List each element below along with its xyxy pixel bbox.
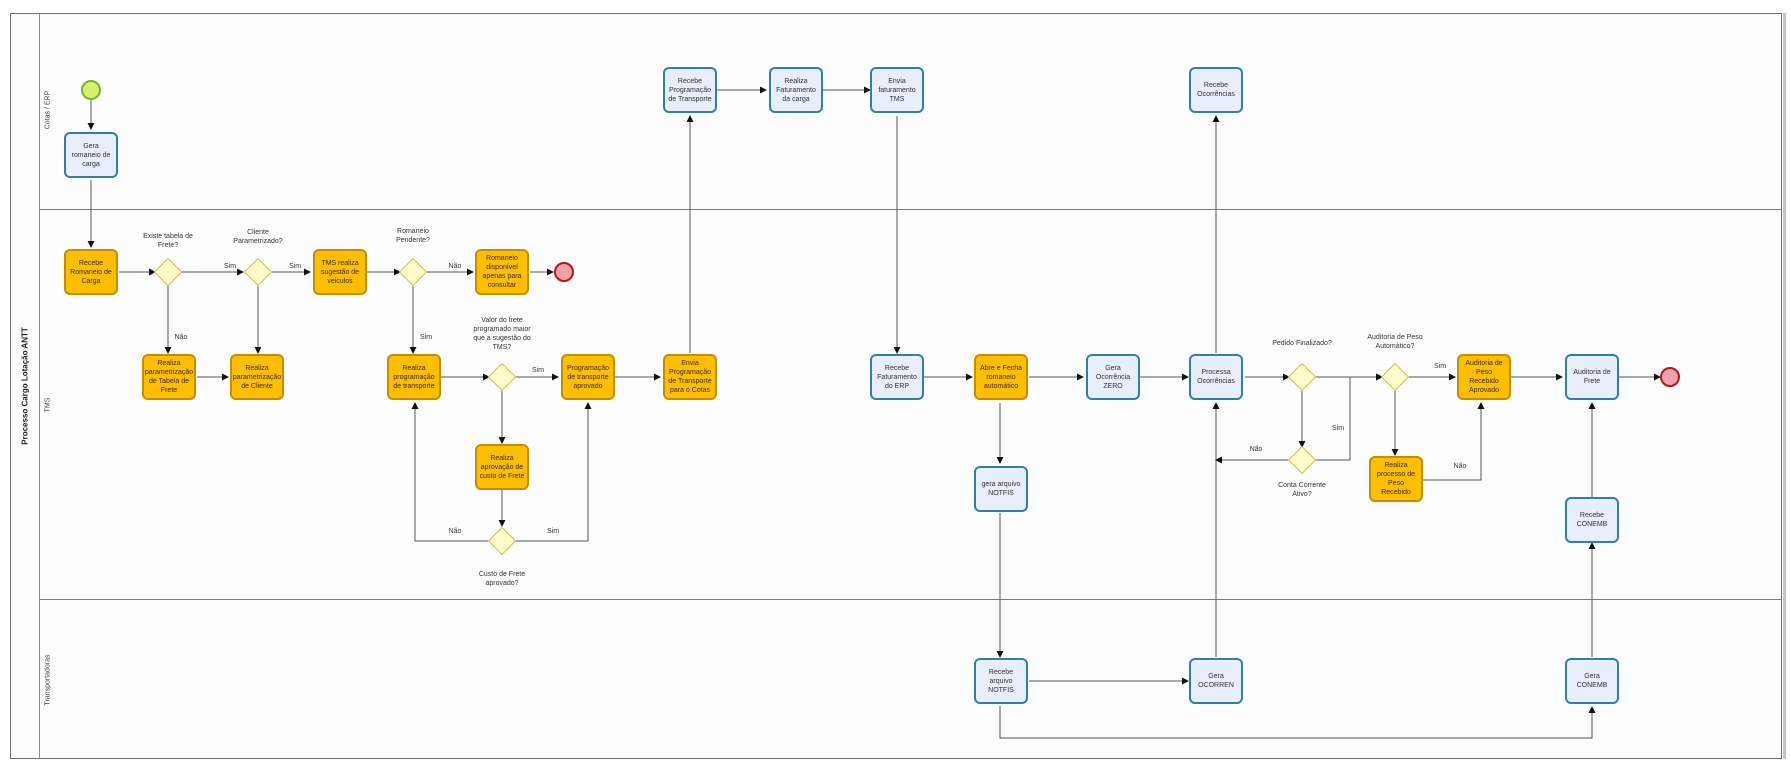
pool-header [10, 13, 40, 759]
task-gera-zero[interactable]: Gera Ocorrência ZERO [1086, 354, 1140, 400]
flow-label-sim: Sim [531, 367, 545, 374]
lane-tms [40, 210, 1782, 600]
task-tms-sugestao[interactable]: TMS realiza sugestão de veiculos [313, 249, 367, 295]
flow-label-nao: Não [448, 263, 462, 270]
flow-label-sim: Sim [419, 334, 433, 341]
task-gera-romaneio[interactable]: Gera romaneio de carga [64, 132, 118, 178]
task-romaneio-consulta[interactable]: Romaneio disponível apenas para consulta… [475, 249, 529, 295]
lane-label-tms: TMS [44, 397, 52, 413]
task-recebe-ocorrencias[interactable]: Recebe Ocorrências [1189, 67, 1243, 113]
task-programacao-aprovado[interactable]: Programação de transporte aprovado [561, 354, 615, 400]
task-aprovacao-custo[interactable]: Realiza aprovação de custo de Frete [475, 444, 529, 490]
flow-label-sim: Sim [1433, 363, 1447, 370]
start-event[interactable] [81, 80, 101, 100]
task-realiza-programacao[interactable]: Realiza programação de transporte [387, 354, 441, 400]
task-processa-ocorrencias[interactable]: Processa Ocorrências [1189, 354, 1243, 400]
end-event-final[interactable] [1660, 367, 1680, 387]
gateway-label: Conta Corrente Ativo? [1278, 482, 1326, 498]
flow-label-nao: Não [1249, 446, 1263, 453]
task-recebe-faturamento[interactable]: Recebe Faturamento do ERP [870, 354, 924, 400]
task-envia-faturamento[interactable]: Envia faturamento TMS [870, 67, 924, 113]
task-recebe-programacao[interactable]: Recebe Programação de Transporte [663, 67, 717, 113]
lane-transportadoras [40, 600, 1782, 759]
flow-label-sim: Sim [288, 263, 302, 270]
flow-label-nao: Não [174, 334, 188, 341]
gateway-label: Custo de Frete aprovado? [478, 571, 526, 587]
flow-label-sim: Sim [223, 263, 237, 270]
task-envia-programacao[interactable]: Envia Programação de Transporte para o C… [663, 354, 717, 400]
task-recebe-conemb[interactable]: Recebe CONEMB [1565, 497, 1619, 543]
gateway-label: Existe tabela de Frete? [143, 233, 193, 249]
gateway-label: Valor do frete programado maior que a su… [473, 317, 531, 351]
task-param-cliente[interactable]: Realiza parametrização de Cliente [230, 354, 284, 400]
task-peso-recebido[interactable]: Realiza processo de Peso Recebido [1369, 456, 1423, 502]
end-event-consulta[interactable] [554, 262, 574, 282]
gateway-label: Cliente Parametrizado? [233, 229, 283, 245]
gateway-label: Pedido Finalizado? [1272, 340, 1332, 347]
vertical-scrollbar[interactable] [1783, 13, 1786, 759]
task-abre-fecha[interactable]: Abre e Fecha romaneio automático [974, 354, 1028, 400]
task-gera-conemb[interactable]: Gera CONEMB [1565, 658, 1619, 704]
flow-label-sim: Sim [546, 528, 560, 535]
lane-cotas-erp [40, 13, 1782, 210]
flow-label-sim: Sim [1331, 425, 1345, 432]
pool-title: Processo Cargo Lotação ANTT [20, 327, 30, 445]
task-faturamento-carga[interactable]: Realiza Faturamento da carga [769, 67, 823, 113]
task-gera-notfis[interactable]: gera arquivo NOTFIS [974, 466, 1028, 512]
task-auditoria-peso-aprovado[interactable]: Auditoria de Peso Recebido Aprovado [1457, 354, 1511, 400]
task-param-tabela[interactable]: Realiza parametrização de Tabela de Fret… [142, 354, 196, 400]
lane-label-transportadoras: Transportadoras [44, 654, 52, 706]
gateway-label: Romaneio Pendente? [396, 228, 430, 244]
task-auditoria-frete[interactable]: Auditoria de Frete [1565, 354, 1619, 400]
task-gera-ocorren[interactable]: Gera OCORREN [1189, 658, 1243, 704]
task-recebe-romaneio[interactable]: Recebe Romaneio de Carga [64, 249, 118, 295]
gateway-label: Auditoria de Peso Automático? [1367, 334, 1423, 350]
task-recebe-notfis[interactable]: Recebe arquivo NOTFIS [974, 658, 1028, 704]
flow-label-nao: Não [1453, 463, 1467, 470]
lane-label-cotas-erp: Cotas / ERP [44, 90, 52, 130]
flow-label-nao: Não [448, 528, 462, 535]
